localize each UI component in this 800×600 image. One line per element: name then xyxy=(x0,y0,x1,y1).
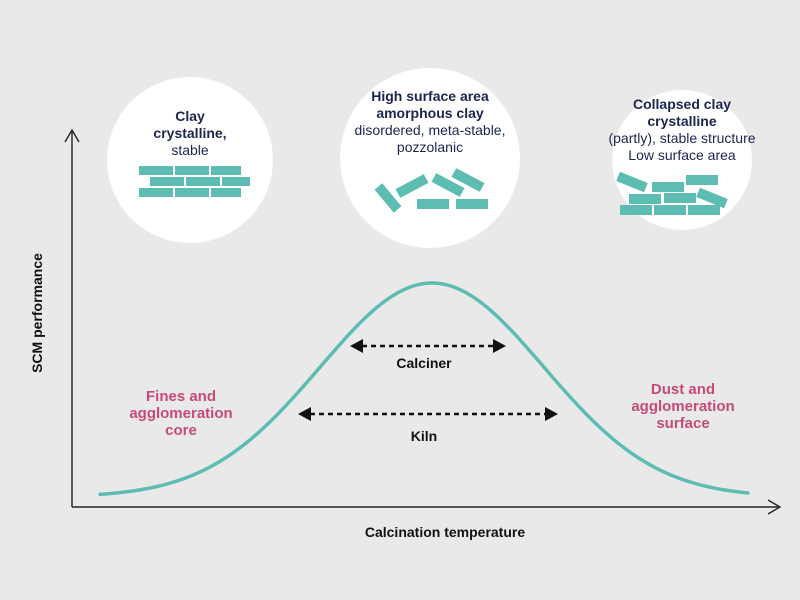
state-desc-line: pozzolanic xyxy=(396,139,464,155)
state-title-line: amorphous clay xyxy=(376,105,484,121)
state-title-line: High surface area xyxy=(371,88,489,104)
region-label-line: agglomeration xyxy=(631,398,735,415)
stacked-bricks-icon xyxy=(139,166,250,197)
region-label-line: Dust and xyxy=(650,381,716,398)
arrow-left-icon xyxy=(350,339,363,353)
calciner-range-arrow xyxy=(350,339,506,353)
region-label-line: core xyxy=(165,422,197,439)
state-desc-line: disordered, meta-stable, xyxy=(354,122,506,138)
state-label-crystalline: Clay crystalline, stable xyxy=(110,108,270,159)
collapsed-bricks-icon xyxy=(616,171,728,215)
x-axis-arrow-icon xyxy=(767,499,782,515)
region-label-line: surface xyxy=(656,415,710,432)
region-label-right: Dust and agglomeration surface xyxy=(608,381,758,432)
kiln-range-arrow xyxy=(298,407,558,421)
state-title-line: Collapsed clay xyxy=(632,96,732,112)
region-label-left: Fines and agglomeration core xyxy=(106,388,256,439)
x-axis-label: Calcination temperature xyxy=(364,524,526,540)
state-title-line: crystalline xyxy=(647,113,717,129)
state-desc-line: stable xyxy=(171,142,209,158)
kiln-label: Kiln xyxy=(410,428,438,444)
region-label-line: Fines and xyxy=(145,388,216,405)
y-axis-label: SCM performance xyxy=(29,253,45,373)
arrow-left-icon xyxy=(298,407,311,421)
arrow-right-icon xyxy=(545,407,558,421)
arrow-right-icon xyxy=(493,339,506,353)
axes xyxy=(64,128,782,515)
state-circle-crystalline xyxy=(107,77,273,243)
region-label-line: agglomeration xyxy=(129,405,233,422)
state-title-line: crystalline, xyxy=(153,125,227,141)
state-label-amorphous: High surface area amorphous clay disorde… xyxy=(335,88,525,156)
state-desc-line: (partly), stable structure xyxy=(608,130,756,146)
performance-curve xyxy=(98,281,750,497)
calciner-label: Calciner xyxy=(396,355,452,371)
state-desc-line: Low surface area xyxy=(628,147,736,163)
state-label-collapsed: Collapsed clay crystalline (partly), sta… xyxy=(592,96,772,164)
scattered-bricks-icon xyxy=(374,168,488,213)
y-axis-arrow-icon xyxy=(64,128,80,143)
state-title-line: Clay xyxy=(175,108,205,124)
